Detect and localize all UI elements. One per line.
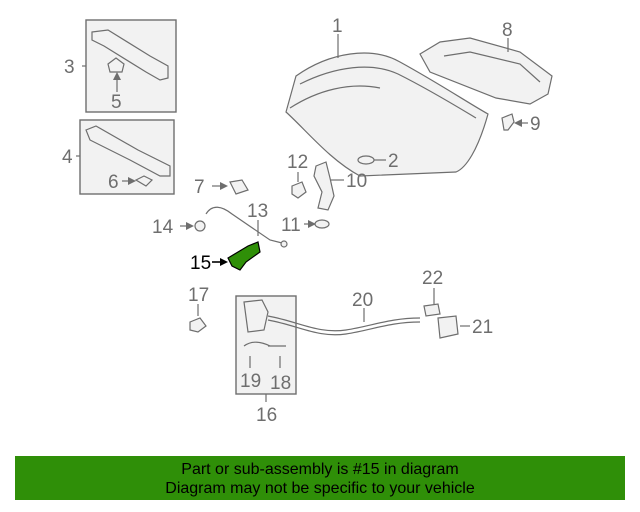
part-group-4-6 <box>76 119 175 195</box>
part-13-prop-rod <box>205 206 288 248</box>
part-1-hood <box>285 34 489 177</box>
callout-13[interactable]: 13 <box>247 201 268 222</box>
part-11-grommet <box>304 219 330 229</box>
part-14-grommet <box>180 220 206 232</box>
part-17-bolt <box>189 304 207 333</box>
part-8-insulator <box>419 37 553 105</box>
callout-12[interactable]: 12 <box>287 152 308 173</box>
callout-17[interactable]: 17 <box>188 285 209 306</box>
callout-2[interactable]: 2 <box>388 151 399 172</box>
callout-9[interactable]: 9 <box>530 114 541 135</box>
part-22-clip <box>423 288 441 317</box>
part-15-prop-rod-holder[interactable] <box>212 241 261 271</box>
part-2-grommet <box>357 155 386 165</box>
callout-21[interactable]: 21 <box>472 317 493 338</box>
callout-1[interactable]: 1 <box>332 16 343 37</box>
parts-diagram: 3 5 4 6 1 8 9 2 10 <box>62 16 553 426</box>
part-7-clip <box>212 179 249 195</box>
part-21-release-handle <box>437 315 470 339</box>
callout-20[interactable]: 20 <box>352 290 373 311</box>
part-group-16-18-19 <box>235 295 297 402</box>
part-notice-banner: Part or sub-assembly is #15 in diagram D… <box>15 456 625 500</box>
notice-line-2: Diagram may not be specific to your vehi… <box>165 480 475 497</box>
callout-10[interactable]: 10 <box>346 171 367 192</box>
callout-14[interactable]: 14 <box>152 217 174 238</box>
part-9-clip <box>501 113 528 131</box>
callout-7[interactable]: 7 <box>194 177 205 198</box>
callout-3[interactable]: 3 <box>64 57 75 78</box>
callout-16[interactable]: 16 <box>256 405 277 426</box>
callout-4[interactable]: 4 <box>62 147 73 168</box>
callout-11[interactable]: 11 <box>281 215 301 236</box>
callout-15[interactable]: 15 <box>190 253 211 274</box>
part-12-bolt <box>291 172 307 199</box>
part-10-hinge <box>313 161 344 211</box>
callout-19[interactable]: 19 <box>240 371 261 392</box>
callout-6[interactable]: 6 <box>108 172 119 193</box>
notice-line-1: Part or sub-assembly is #15 in diagram <box>181 461 459 478</box>
callout-18[interactable]: 18 <box>270 373 291 394</box>
part-group-3-5 <box>82 19 177 113</box>
callout-22[interactable]: 22 <box>422 268 443 289</box>
callout-5[interactable]: 5 <box>111 92 122 113</box>
callout-8[interactable]: 8 <box>502 20 513 41</box>
part-20-release-cable <box>267 308 421 336</box>
